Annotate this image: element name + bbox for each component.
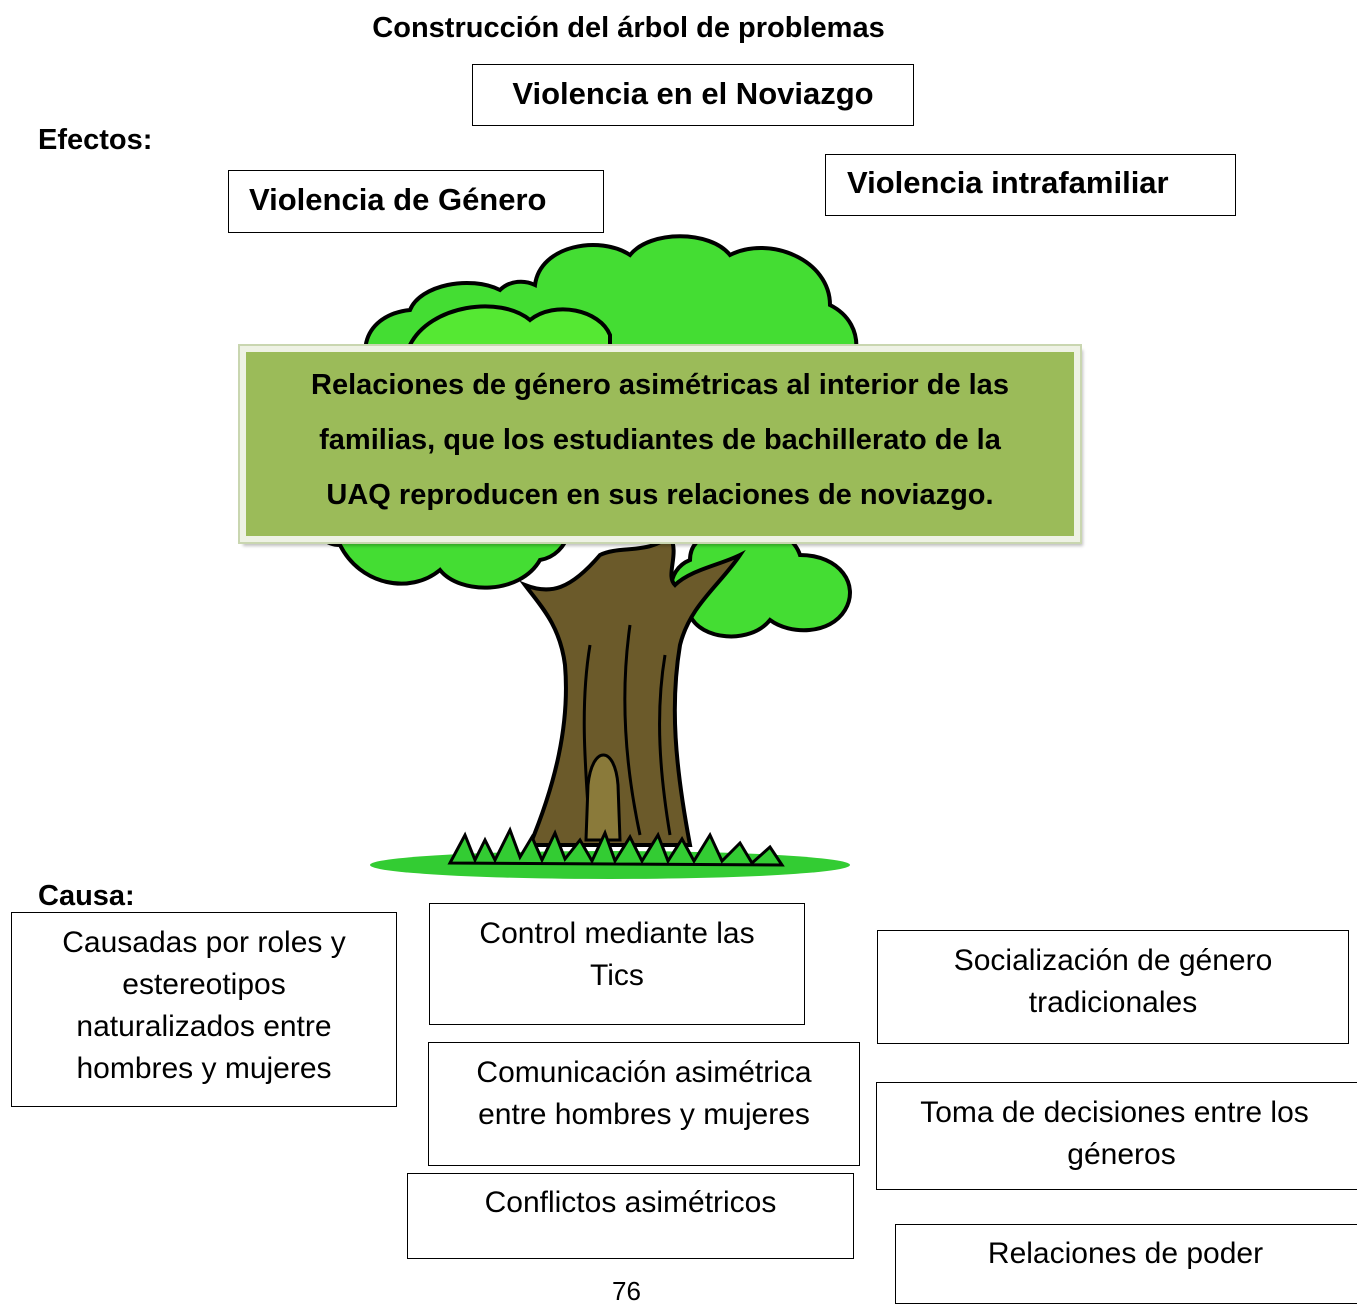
cause-box-tics: Control mediante las Tics [429,903,805,1025]
core-problem-box: Relaciones de género asimétricas al inte… [238,344,1082,544]
cause-box-conflictos: Conflictos asimétricos [407,1173,854,1259]
cause-tics-line-1: Control mediante las [479,917,755,950]
core-problem-line-1: Relaciones de género asimétricas al inte… [311,369,1009,401]
cause-decisiones-line-1: Toma de decisiones entre los [920,1096,1309,1129]
effect-text-intrafamiliar: Violencia intrafamiliar [847,165,1169,200]
cause-roles-line-2: estereotipos [122,968,286,1001]
cause-box-decisiones: Toma de decisiones entre los géneros [876,1082,1357,1190]
cause-box-comunicacion: Comunicación asimétrica entre hombres y … [428,1042,860,1166]
cause-decisiones-line-2: géneros [1067,1138,1176,1171]
effect-box-intrafamiliar: Violencia intrafamiliar [825,154,1236,216]
effect-text-genero: Violencia de Género [249,182,547,217]
cause-tics-line-2: Tics [590,959,644,992]
tree-grass [370,826,850,879]
top-effect-box: Violencia en el Noviazgo [472,64,914,126]
core-problem-line-3: UAQ reproducen en sus relaciones de novi… [326,479,994,511]
cause-socializacion-line-1: Socialización de género [953,944,1273,977]
cause-box-roles: Causadas por roles y estereotipos natura… [11,912,397,1107]
cause-roles-line-1: Causadas por roles y [62,926,346,959]
page-title: Construcción del árbol de problemas [372,12,885,44]
cause-poder-line-1: Relaciones de poder [987,1237,1264,1270]
top-effect-text: Violencia en el Noviazgo [512,76,874,111]
core-problem-line-2: familias, que los estudiantes de bachill… [319,424,1001,456]
cause-roles-line-4: hombres y mujeres [76,1052,332,1085]
effects-label: Efectos: [38,124,153,156]
tree-illustration [315,234,859,879]
causes-label: Causa: [38,880,135,912]
cause-box-poder: Relaciones de poder [895,1224,1357,1304]
page-number: 76 [612,1276,641,1306]
tree-trunk [519,531,746,847]
cause-box-socializacion: Socialización de género tradicionales [877,930,1349,1044]
cause-comunicacion-line-1: Comunicación asimétrica [476,1056,812,1089]
cause-roles-line-3: naturalizados entre [76,1010,332,1043]
cause-conflictos-line-1: Conflictos asimétricos [484,1186,777,1219]
cause-socializacion-line-2: tradicionales [1028,986,1198,1019]
cause-comunicacion-line-2: entre hombres y mujeres [478,1098,810,1131]
effect-box-genero: Violencia de Género [228,170,604,233]
